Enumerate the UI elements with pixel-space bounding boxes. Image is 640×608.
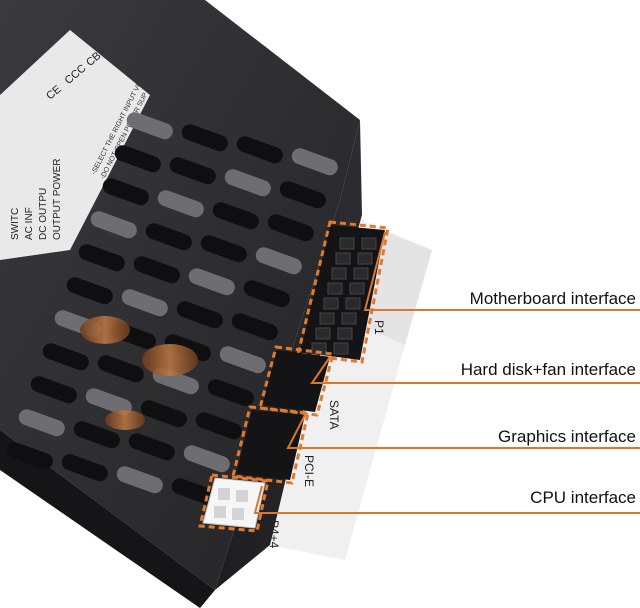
callout-harddisk: Hard disk+fan interface (461, 360, 636, 380)
connector-pin (335, 252, 351, 265)
label-line: SWITC (10, 208, 21, 240)
connector-pin (323, 297, 339, 310)
vent-slot (30, 376, 77, 404)
connector-pin (315, 327, 331, 340)
harddisk-dashed-box (258, 345, 335, 417)
callout-graphics-text: Graphics interface (498, 427, 636, 446)
vent-slot (121, 289, 168, 317)
vent-slot (42, 343, 89, 371)
motherboard-dashed-box (296, 220, 390, 364)
harddisk-connector (258, 345, 335, 417)
vent-slot (195, 412, 242, 440)
connector-pin (331, 267, 347, 280)
vent-slot (126, 112, 173, 140)
marking-pcie: PCI-E (302, 455, 316, 487)
vent-slot (236, 136, 283, 164)
connector-pin (353, 267, 369, 280)
vent-slot (97, 355, 144, 383)
cpu-dashed-box (198, 473, 270, 533)
vent-slot (181, 124, 228, 152)
callout-line-harddisk (310, 356, 640, 384)
vent-slot (169, 157, 216, 185)
label-line: AC INF (24, 207, 35, 240)
vent-slot (6, 442, 53, 470)
connector-pin (339, 237, 355, 250)
callout-harddisk-text: Hard disk+fan interface (460, 360, 636, 379)
vent-slot (224, 169, 271, 197)
vent-slot (116, 466, 163, 494)
ventilation-grille (6, 112, 338, 506)
connector-pin (319, 312, 335, 325)
callout-motherboard-text: Motherboard interface (469, 289, 636, 308)
internal-copper-coils (80, 316, 198, 430)
vent-slot (219, 346, 266, 374)
connector-pin (357, 252, 373, 265)
vent-slot (231, 313, 278, 341)
vent-slot (90, 211, 137, 239)
marking-p1: P1 (372, 320, 386, 335)
vent-slot (73, 421, 120, 449)
label-line: OUTPUT POWER (52, 159, 63, 240)
vent-slot (200, 235, 247, 263)
connector-pin (311, 342, 327, 355)
vent-slot (279, 181, 326, 209)
graphics-connector (231, 405, 310, 485)
vent-slot (61, 454, 108, 482)
vent-slot (183, 445, 230, 473)
connector-pin (337, 327, 353, 340)
vent-slot (255, 247, 302, 275)
vent-slot (243, 280, 290, 308)
vent-slot (176, 301, 223, 329)
vent-slot (291, 148, 338, 176)
vent-slot (102, 178, 149, 206)
vent-slot (145, 223, 192, 251)
cpu-connector (198, 473, 270, 533)
vent-slot (212, 202, 259, 230)
callout-line-cpu (253, 485, 640, 514)
vent-slot (140, 400, 187, 428)
vent-slot (188, 268, 235, 296)
vent-slot (157, 190, 204, 218)
marking-p44: P4+4 (267, 520, 281, 549)
marking-sata: SATA (327, 400, 341, 430)
connector-pin (327, 282, 343, 295)
vent-slot (128, 433, 175, 461)
connector-pin (361, 237, 377, 250)
callout-line-motherboard (363, 231, 640, 311)
connector-pin (333, 342, 349, 355)
callout-line-graphics (286, 414, 640, 449)
graphics-dashed-box (231, 405, 310, 485)
vent-slot (133, 256, 180, 284)
callout-cpu: CPU interface (530, 488, 636, 508)
vent-slot (85, 388, 132, 416)
callout-motherboard: Motherboard interface (470, 289, 636, 309)
motherboard-connector (296, 220, 390, 364)
vent-slot (267, 214, 314, 242)
connector-pin (341, 312, 357, 325)
connector-pin (349, 282, 365, 295)
callout-cpu-text: CPU interface (530, 488, 636, 507)
vent-slot (18, 409, 65, 437)
vent-slot (78, 244, 125, 272)
callout-graphics: Graphics interface (498, 427, 636, 447)
vent-slot (114, 145, 161, 173)
vent-slot (66, 277, 113, 305)
connector-pin (345, 297, 361, 310)
label-line: DC OUTPU (38, 188, 49, 240)
chassis-bottom-edge (0, 430, 215, 608)
vent-slot (207, 379, 254, 407)
